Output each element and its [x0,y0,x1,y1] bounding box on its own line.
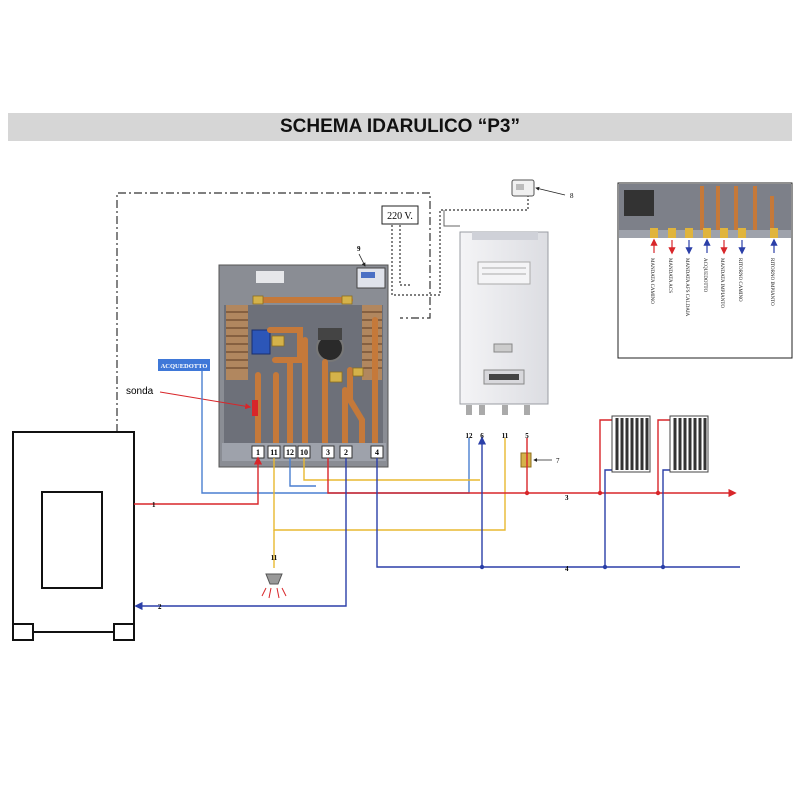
connector-10: 10 [300,448,308,457]
svg-text:sonda: sonda [126,386,154,397]
callout-line-4: 4 [565,565,569,573]
callout-9: 9 [357,245,361,253]
legend-mandata-impianto: MANDATA IMPIANTO [719,258,724,308]
fireplace [12,431,135,641]
connector-11: 11 [270,448,278,457]
callout-line-2: 2 [158,603,162,611]
module-connectors: 1 11 12 10 3 2 4 [251,445,384,459]
legend-acquedotto: ACQUEDOTTO [702,258,707,292]
callout-11: 11 [271,554,278,562]
sonda-label: sonda [126,386,252,410]
legend-mandata-afs-caldaia: MANDATA AFS CALDAIA [684,258,689,317]
legend-mandata-acs: MANDATA ACS [667,258,672,293]
wall-boiler [459,231,549,405]
shower-outlet: 11 [261,554,287,599]
diagram-title: SCHEMA IDARULICO “P3” [280,116,520,137]
legend-ritorno-impianto: RITORNO IMPIANTO [769,258,774,306]
callout-line-3: 3 [565,494,569,502]
callout-8: 8 [570,192,574,200]
acquedotto-label: ACQUEDOTTO [158,359,210,371]
line-callouts: 1 2 3 4 [152,494,569,611]
callout-line-1: 1 [152,501,156,509]
legend-ritorno-camino: RITORNO CAMINO [737,258,742,302]
boiler-connector-12: 12 [466,432,474,440]
connector-3: 3 [326,448,330,457]
svg-text:ACQUEDOTTO: ACQUEDOTTO [161,363,208,370]
radiator-2 [669,415,709,473]
voltage-label: 220 V. [387,211,413,222]
connector-2: 2 [344,448,348,457]
connector-12: 12 [286,448,294,457]
boiler-connector-11: 11 [502,432,509,440]
boiler-connector-5: 5 [525,432,529,440]
valve-7: 7 [520,452,560,468]
legend-mandata-camino: MANDATA CAMINO [649,258,654,304]
radiator-1 [611,415,651,473]
boiler-connector-6: 6 [480,432,484,440]
hydraulic-module: 9 [218,245,389,468]
connector-1: 1 [256,448,260,457]
power-supply-box: 220 V. [381,205,419,225]
room-thermostat: 8 [511,179,574,200]
legend-inset: MANDATA CAMINO MANDATA ACS MANDATA AFS C… [617,182,793,359]
connector-4: 4 [375,448,379,457]
pipe-junctions [479,564,666,570]
title-bar: SCHEMA IDARULICO “P3” [8,113,792,141]
boiler-connectors: 12 6 11 5 [466,405,530,440]
callout-7: 7 [556,457,560,465]
